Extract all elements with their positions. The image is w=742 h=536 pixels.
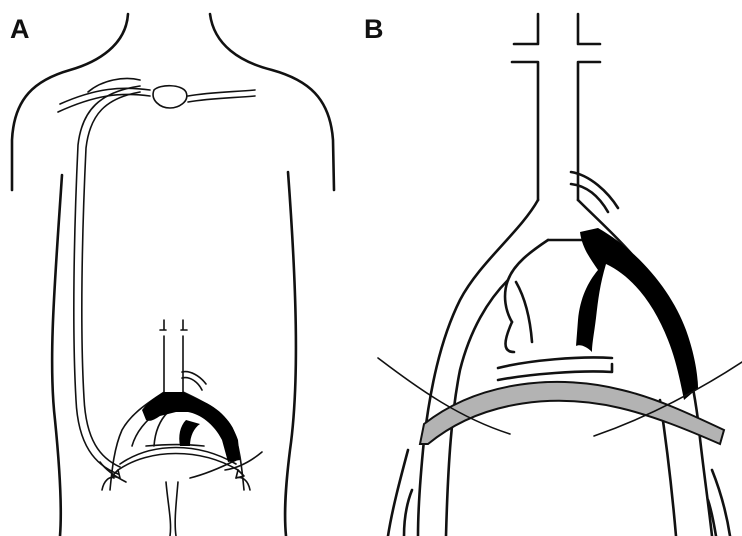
femoro-femoral-graft	[112, 448, 244, 479]
axillo-femoral-graft	[74, 86, 140, 474]
panel-b: B	[364, 14, 742, 536]
panel-b-label: B	[364, 14, 384, 44]
crossover-graft	[420, 382, 724, 444]
right-iliac-b	[388, 200, 596, 536]
occluded-iliac-a	[142, 392, 240, 462]
aorta-top	[512, 14, 600, 200]
subclavian-vessels	[58, 79, 255, 113]
panel-a-label: A	[10, 14, 30, 44]
panel-a: A	[10, 14, 334, 536]
clavicle-joint	[153, 86, 187, 108]
torso-outline	[12, 14, 334, 536]
occluded-iliac-b	[576, 228, 698, 400]
iliac-crossbar	[498, 357, 612, 380]
